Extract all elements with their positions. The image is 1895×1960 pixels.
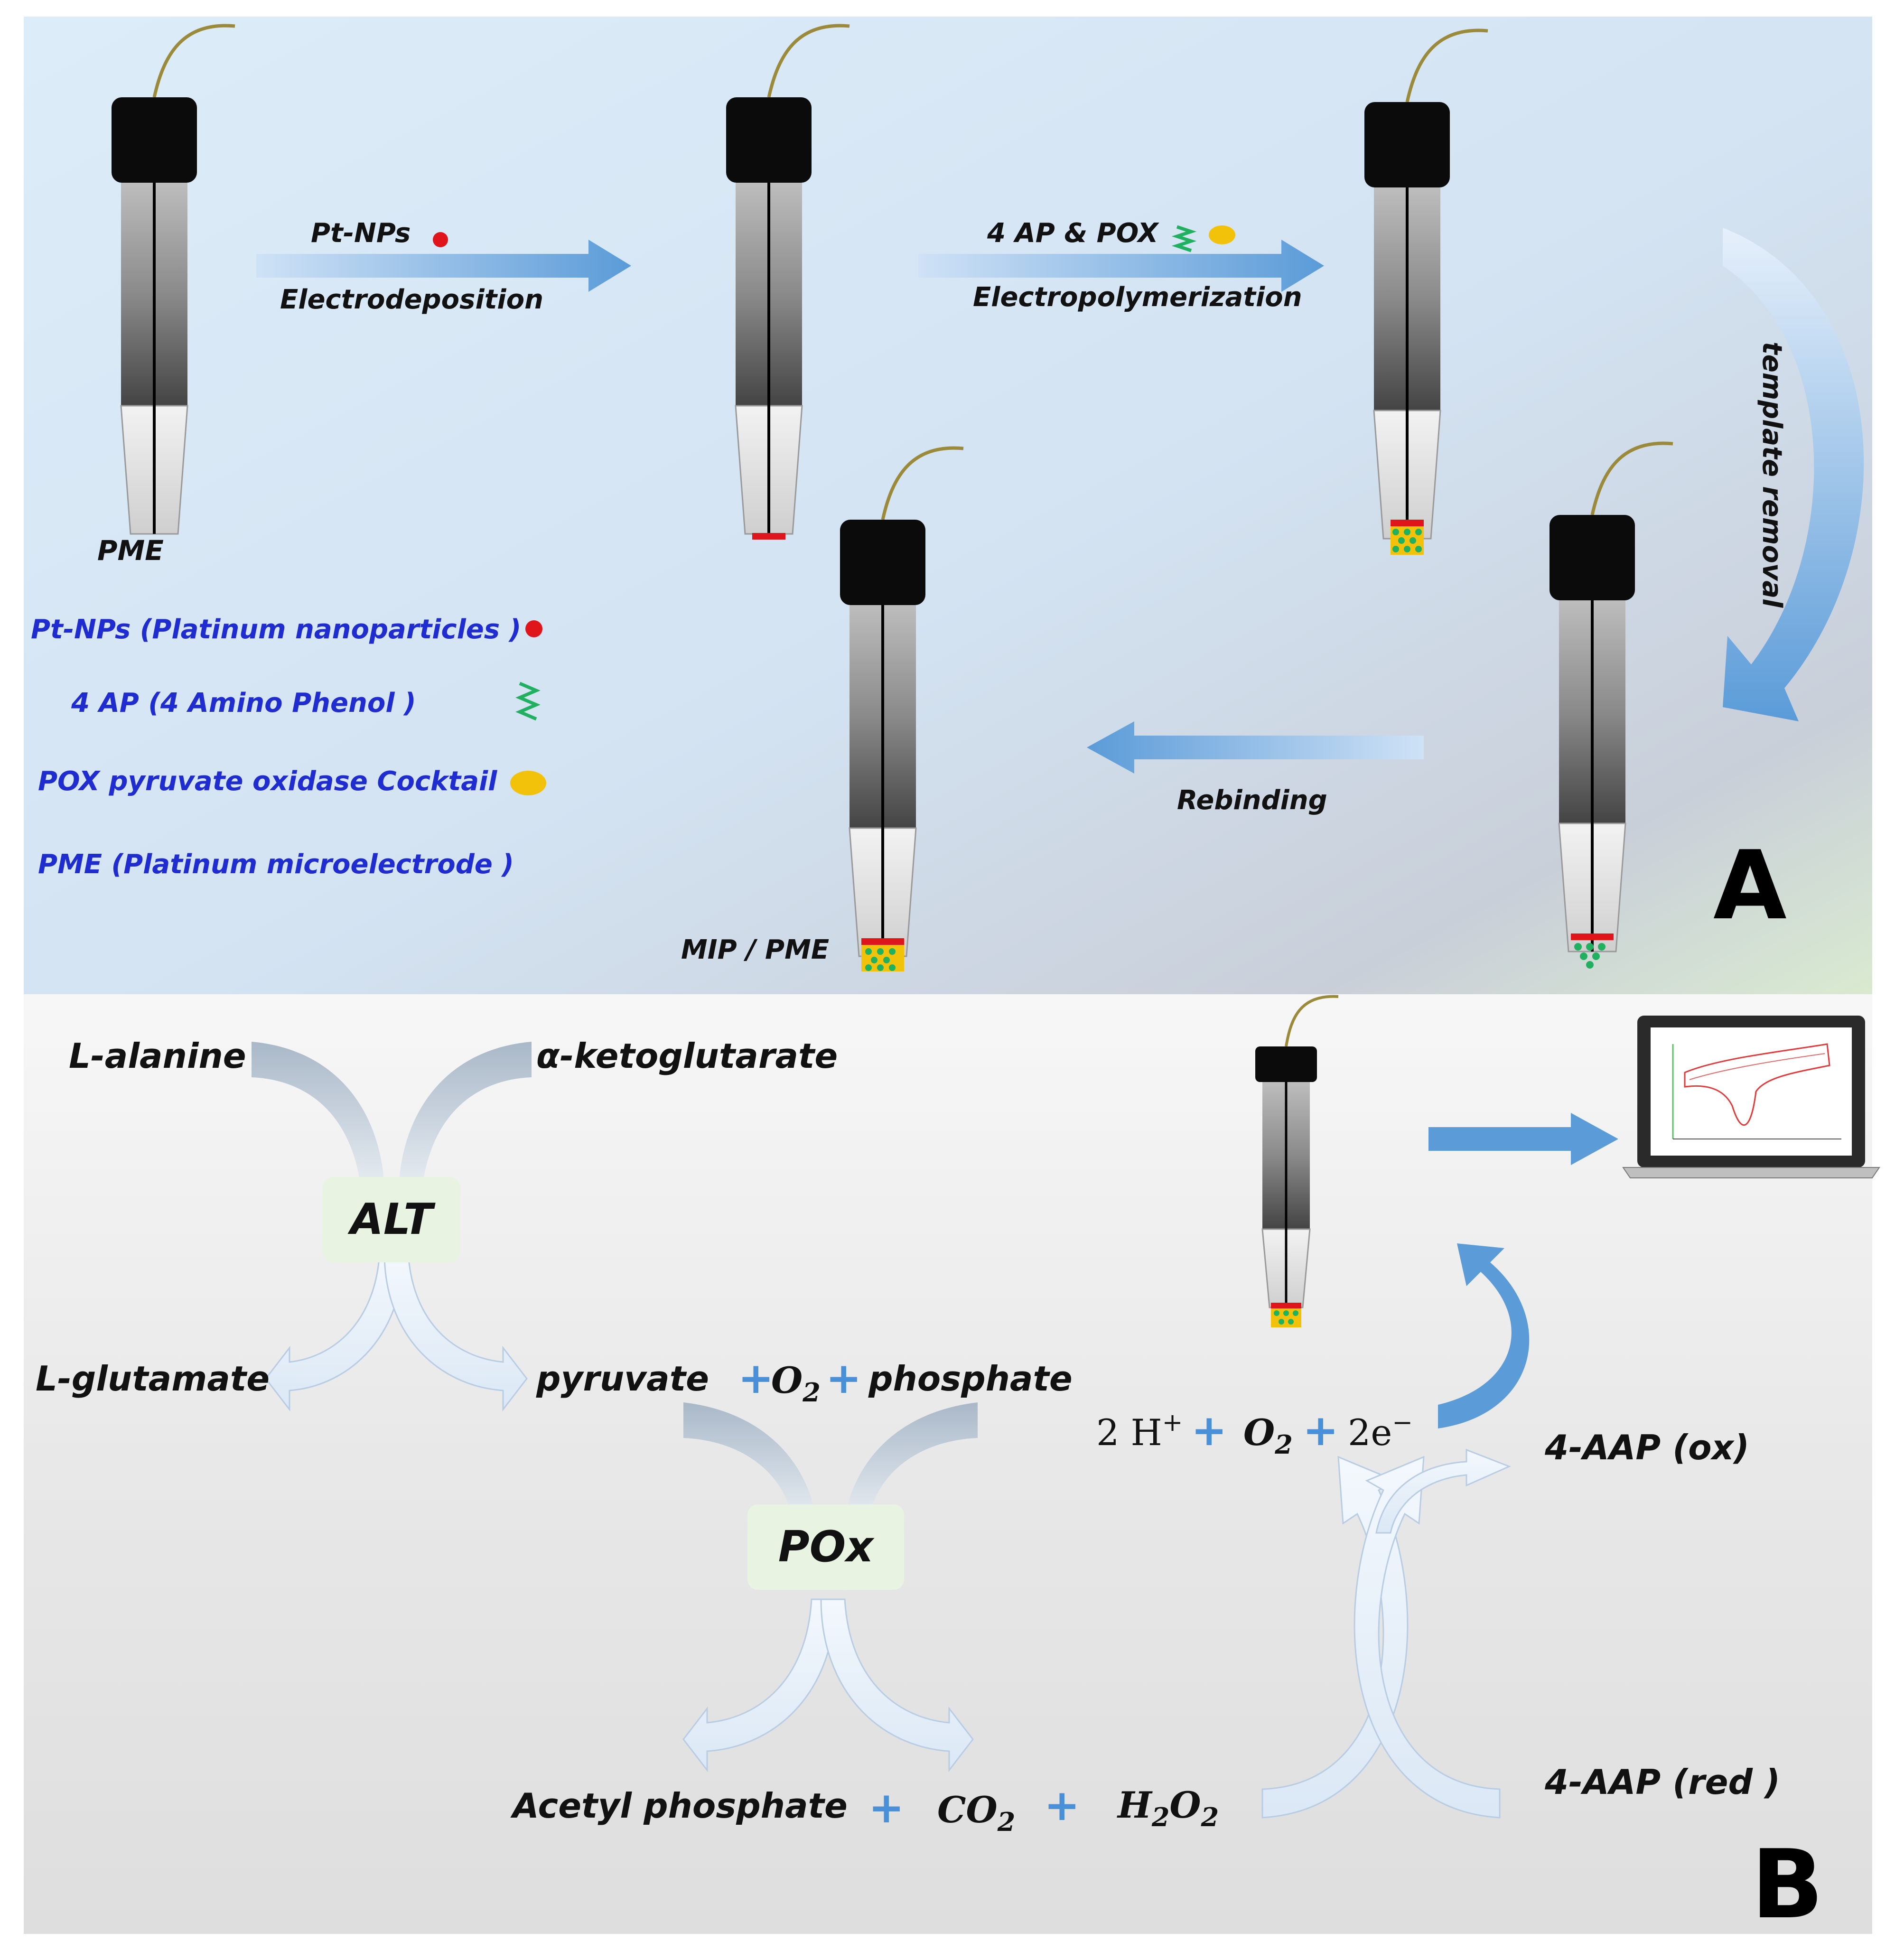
- legend-pme: PME (Platinum microelectrode ): [38, 849, 514, 880]
- electrode-sensor: [1255, 997, 1338, 1327]
- pox-blob-icon: [1209, 225, 1235, 244]
- plus-4: +: [1044, 1781, 1080, 1830]
- label-template-removal: template removal: [1756, 342, 1787, 608]
- arrow-out-pyruvate: [383, 1252, 528, 1412]
- label-2e: 2e−: [1348, 1409, 1413, 1454]
- arrow-out-l-glutamate: [265, 1252, 404, 1412]
- label-electrodeposition: Electrodeposition: [280, 284, 543, 315]
- plus-1: +: [738, 1353, 774, 1403]
- enzyme-alt: ALT: [347, 1195, 436, 1244]
- ptnp-dot-icon: [433, 232, 448, 247]
- plus-3: +: [868, 1783, 904, 1833]
- label-co2: CO2: [937, 1789, 1015, 1837]
- arrow-red-to-ox: [1354, 1456, 1501, 1819]
- arrow-to-electrode: [1438, 1243, 1530, 1428]
- label-mip-pme: MIP / PME: [681, 934, 829, 965]
- label-electropolymerization: Electropolymerization: [973, 282, 1302, 313]
- ap-zigzag-icon: [1171, 225, 1197, 252]
- legend-pox: POX pyruvate oxidase Cocktail: [38, 766, 497, 797]
- arrow-in-pyruvate: [683, 1402, 816, 1519]
- label-a-ketoglutarate: α-ketoglutarate: [536, 1036, 838, 1076]
- label-ptnps: Pt-NPs: [311, 218, 411, 249]
- panel-letter-a: A: [1713, 831, 1787, 941]
- electrode-ptnp: [726, 26, 849, 540]
- label-2h: 2 H+: [1096, 1409, 1183, 1454]
- arrow-template-removal: [1723, 228, 1864, 721]
- laptop: [1622, 1016, 1880, 1178]
- arrow-in-l-alanine: [252, 1042, 384, 1186]
- label-l-alanine: L-alanine: [69, 1036, 246, 1076]
- voltammogram-thumbnail: [1672, 1043, 1841, 1139]
- label-phosphate: phosphate: [868, 1359, 1073, 1399]
- arrow-out-co2: [820, 1598, 974, 1773]
- label-h2o2: H2O2: [1117, 1784, 1219, 1832]
- arrow-out-4aap-ox: [1375, 1448, 1511, 1534]
- legend-4ap-icon: [515, 681, 541, 721]
- label-electrode-o2: O2: [1243, 1411, 1293, 1460]
- label-pme: PME: [97, 534, 164, 567]
- label-acetyl-phosphate: Acetyl phosphate: [510, 1786, 848, 1826]
- legend-ptnp-icon: [525, 620, 542, 637]
- electrode-template-removed: [1550, 443, 1673, 969]
- imprinted-cavities: [1574, 943, 1606, 969]
- polymer-layer: [1391, 526, 1424, 555]
- label-ap-pox: 4 AP & POX: [987, 218, 1159, 249]
- laptop-screen: [1651, 1027, 1852, 1156]
- arrow-to-laptop: [1428, 1113, 1618, 1165]
- label-pyruvate: pyruvate: [536, 1359, 709, 1399]
- label-4aap-red: 4-AAP (red ): [1544, 1762, 1780, 1802]
- arrow-rebinding: [1087, 721, 1424, 774]
- arrow-in-a-keto: [399, 1042, 532, 1186]
- legend-pox-icon: [510, 771, 546, 795]
- electrode-polymer: [1364, 30, 1488, 555]
- label-l-glutamate: L-glutamate: [36, 1359, 270, 1399]
- label-o2: O2: [771, 1359, 821, 1408]
- arrow-electrodeposition: [256, 240, 631, 292]
- plus-6: +: [1303, 1406, 1338, 1456]
- legend: Pt-NPs (Platinum nanoparticles ) 4 AP (4…: [31, 614, 546, 880]
- laptop-base: [1622, 1167, 1880, 1178]
- electrode-mip-rebound: [840, 448, 963, 971]
- rebound-layer: [861, 945, 904, 971]
- label-rebinding: Rebinding: [1177, 785, 1327, 816]
- arrow-in-phosphate: [845, 1402, 978, 1519]
- enzyme-box-pox: [747, 1504, 904, 1590]
- arrow-electropolymerization: [918, 240, 1324, 292]
- arrow-out-acetyl: [682, 1598, 836, 1773]
- legend-4ap: 4 AP (4 Amino Phenol ): [71, 688, 416, 719]
- plus-2: +: [826, 1353, 861, 1403]
- enzyme-box-alt: [323, 1177, 460, 1262]
- plus-5: +: [1191, 1406, 1227, 1456]
- label-4aap-ox: 4-AAP (ox): [1544, 1428, 1749, 1467]
- enzyme-pox: POx: [778, 1522, 875, 1572]
- panel-letter-b: B: [1751, 1829, 1823, 1940]
- legend-ptnps: Pt-NPs (Platinum nanoparticles ): [31, 614, 521, 645]
